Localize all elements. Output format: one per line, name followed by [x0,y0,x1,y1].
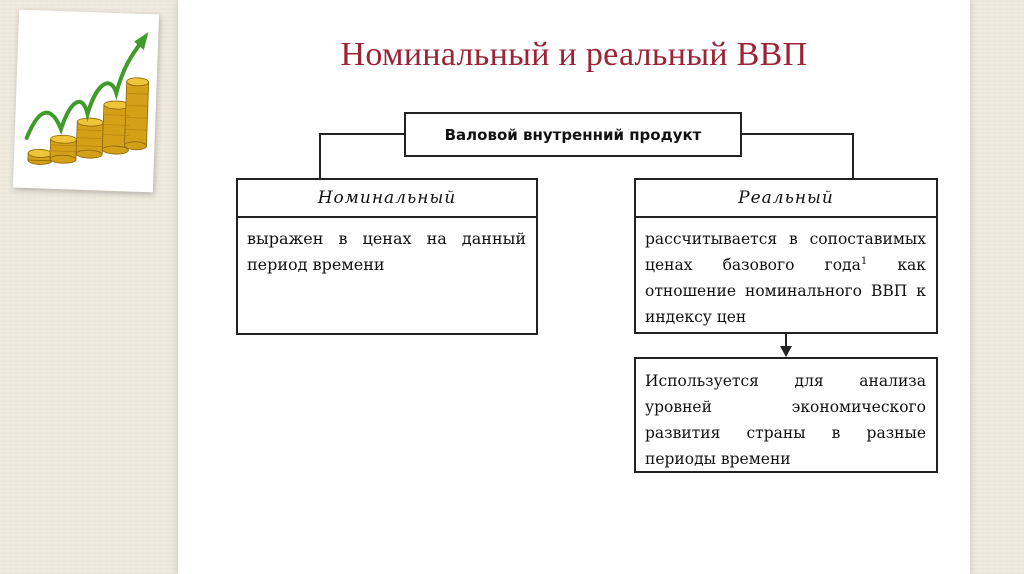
slide-title: Номинальный и реальный ВВП [340,36,808,73]
real-description: рассчитывается в сопоставимых ценах базо… [636,218,936,330]
connector-to-real [742,133,854,178]
real-header: Реальный [636,180,936,218]
usage-box: Используется для анализа уровней экономи… [634,357,938,473]
real-gdp-box: Реальный рассчитывается в сопоставимых ц… [634,178,938,334]
nominal-gdp-box: Номинальный выражен в ценах на данный пе… [236,178,538,335]
connector-to-nominal [319,133,404,178]
nominal-description: выражен в ценах на данный период времени [247,229,526,274]
gdp-root-label: Валовой внутренний продукт [444,125,702,144]
real-description-part-2: как отношение номинального ВВП к индексу… [645,256,926,326]
arrow-down-icon [780,346,792,357]
growth-arrow-icon [24,41,143,140]
nominal-header: Номинальный [238,180,536,218]
coins-growth-photo [12,9,160,193]
footnote-mark: 1 [860,255,868,267]
usage-description: Используется для анализа уровней экономи… [645,372,926,468]
real-description-part-1: рассчитывается в сопоставимых ценах базо… [645,230,926,274]
gdp-root-box: Валовой внутренний продукт [404,112,742,157]
